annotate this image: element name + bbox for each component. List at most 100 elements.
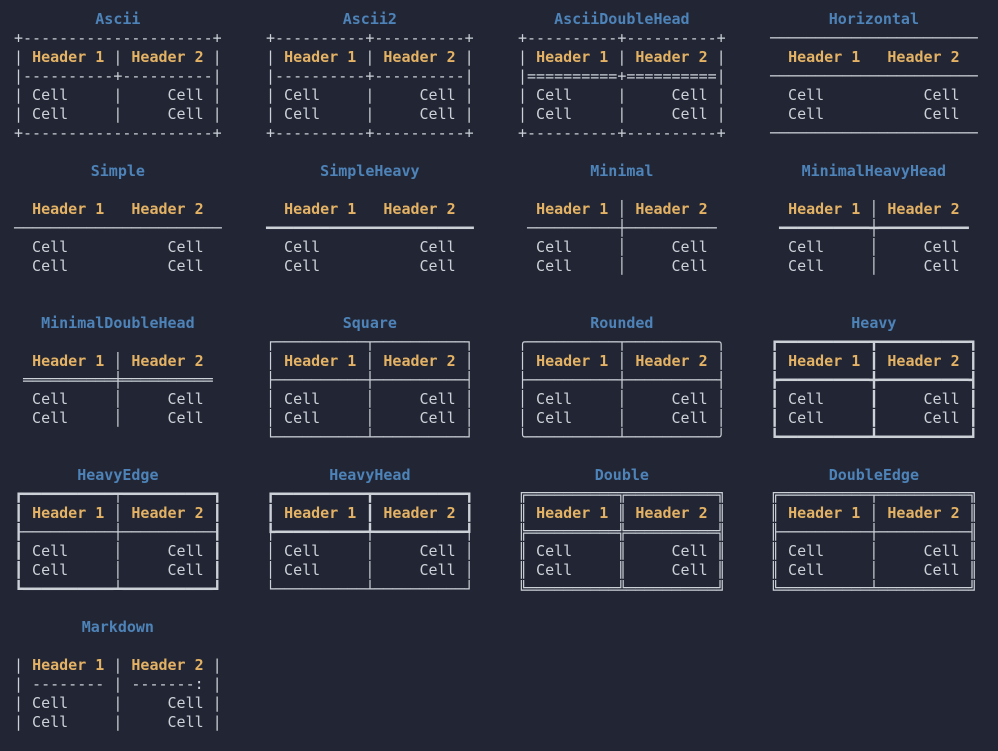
table-ascii: Ascii+---------------------+| Header 1 |… — [14, 10, 222, 143]
table-title: HeavyHead — [266, 466, 474, 485]
table-text: ║ — [960, 504, 978, 522]
table-border-line: | Cell | Cell | — [266, 86, 474, 105]
table-text: | Cell | Cell | — [266, 105, 474, 123]
table-border-line: ┣━━━━━━━━━━╋━━━━━━━━━━┫ — [770, 371, 978, 390]
table-text: ┃ Cell │ Cell ┃ — [14, 542, 222, 560]
header-cell-label: Header 1 — [32, 504, 104, 522]
table-title: Minimal — [518, 162, 726, 181]
table-border-line: ║ Cell │ Cell ║ — [770, 542, 978, 561]
table-border-line — [770, 181, 978, 200]
table-border-line: ──────────┼────────── — [518, 219, 726, 238]
table-text: ╠══════════╬══════════╣ — [518, 523, 726, 541]
table-border-line: ┃ Header 1 ┃ Header 2 ┃ — [266, 504, 474, 523]
header-cell-label: Header 1 — [32, 352, 104, 370]
header-cell-label: Header 1 — [536, 200, 608, 218]
table-text: ╚══════════╩══════════╝ — [518, 580, 726, 598]
header-cell-label: Header 2 — [635, 200, 707, 218]
table-border-line — [14, 428, 222, 447]
table-text: Cell │ Cell — [14, 390, 222, 408]
table-double: Double╔══════════╦══════════╗║ Header 1 … — [518, 466, 726, 599]
table-text: +----------+----------+ — [518, 124, 726, 142]
table-text: ║ — [770, 504, 788, 522]
table-text: ─────────────────────── — [770, 124, 978, 142]
table-border-line: ┃ Cell │ Cell ┃ — [14, 542, 222, 561]
table-border-line — [518, 276, 726, 295]
table-title: Double — [518, 466, 726, 485]
table-border-line: +----------+----------+ — [518, 124, 726, 143]
table-border-line: Cell Cell — [14, 257, 222, 276]
table-text: ┃ Cell ┃ Cell ┃ — [770, 409, 978, 427]
table-border-line: | Cell | Cell | — [266, 105, 474, 124]
table-text: ┏━━━━━━━━━━┳━━━━━━━━━━┓ — [266, 485, 474, 503]
table-text: ║ Cell │ Cell ║ — [770, 542, 978, 560]
table-text: ┗━━━━━━━━━━┷━━━━━━━━━━┛ — [14, 580, 222, 598]
table-text: ┃ — [770, 352, 788, 370]
header-cell-label: Header 2 — [131, 200, 203, 218]
table-text: │ Cell │ Cell │ — [266, 409, 474, 427]
table-text: |----------+----------| — [14, 67, 222, 85]
table-text: │ — [266, 352, 284, 370]
table-text: ━━━━━━━━━━┿━━━━━━━━━━ — [770, 219, 978, 237]
table-text: ║ Cell ║ Cell ║ — [518, 561, 726, 579]
table-border-line: ╭──────────┬──────────╮ — [518, 333, 726, 352]
table-border-line: ─────────────────────── — [770, 124, 978, 143]
header-cell-label: Header 2 — [131, 352, 203, 370]
header-cell-label: Header 1 — [284, 48, 356, 66]
table-text — [770, 48, 788, 66]
table-border-line: Header 1 │ Header 2 — [518, 200, 726, 219]
table-text: │ — [356, 352, 383, 370]
table-title: MinimalHeavyHead — [770, 162, 978, 181]
header-cell-label: Header 1 — [536, 352, 608, 370]
table-border-line: | Cell | Cell | — [518, 105, 726, 124]
header-cell-label: Header 2 — [131, 48, 203, 66]
table-border-line: | Cell | Cell | — [14, 713, 222, 732]
table-border-line — [518, 181, 726, 200]
table-border-line: Header 1 │ Header 2 — [770, 200, 978, 219]
table-text: | Cell | Cell | — [14, 86, 222, 104]
header-cell-label: Header 2 — [887, 504, 959, 522]
table-minimal: Minimal Header 1 │ Header 2 ──────────┼─… — [518, 162, 726, 295]
table-border-line: │ Cell │ Cell │ — [266, 409, 474, 428]
table-text: Cell │ Cell — [14, 409, 222, 427]
table-border-line: | -------- | -------: | — [14, 675, 222, 694]
table-text: ╟──────────┼──────────╢ — [770, 523, 978, 541]
table-border-line: ╰──────────┴──────────╯ — [518, 428, 726, 447]
table-border-line: ┃ Cell ┃ Cell ┃ — [770, 409, 978, 428]
table-border-line: Header 1 Header 2 — [266, 200, 474, 219]
table-border-line: | Header 1 | Header 2 | — [14, 48, 222, 67]
table-text — [770, 200, 788, 218]
table-text: +---------------------+ — [14, 124, 222, 142]
table-text: ─────────────────────── — [14, 219, 222, 237]
table-border-line: │ Cell │ Cell │ — [518, 409, 726, 428]
header-cell-label: Header 2 — [635, 352, 707, 370]
table-text — [14, 200, 32, 218]
table-border-line: Cell │ Cell — [770, 257, 978, 276]
table-heavyedge: HeavyEdge┏━━━━━━━━━━┯━━━━━━━━━━┓┃ Header… — [14, 466, 222, 599]
table-text: │ — [860, 504, 887, 522]
table-title: Rounded — [518, 314, 726, 333]
table-border-line: Cell Cell — [14, 238, 222, 257]
table-heavyhead: HeavyHead┏━━━━━━━━━━┳━━━━━━━━━━┓┃ Header… — [266, 466, 474, 599]
table-border-line — [14, 181, 222, 200]
table-border-line: +----------+----------+ — [518, 29, 726, 48]
table-border-line: Header 1 │ Header 2 — [14, 352, 222, 371]
table-text: | — [14, 48, 32, 66]
table-text: Cell Cell — [770, 105, 978, 123]
table-text: ┃ — [860, 352, 887, 370]
table-text: Cell Cell — [770, 86, 978, 104]
table-border-line: ┗━━━━━━━━━━┷━━━━━━━━━━┛ — [14, 580, 222, 599]
table-border-line: Cell Cell — [266, 238, 474, 257]
table-text: ┗━━━━━━━━━━┻━━━━━━━━━━┛ — [770, 428, 978, 446]
header-cell-label: Header 1 — [32, 48, 104, 66]
table-text — [204, 352, 222, 370]
table-text: ┃ Cell │ Cell ┃ — [14, 561, 222, 579]
table-text: ║ — [518, 504, 536, 522]
table-text: │ Cell │ Cell │ — [266, 542, 474, 560]
table-title: AsciiDoubleHead — [518, 10, 726, 29]
table-text: | Cell | Cell | — [14, 713, 222, 731]
table-border-line: ┏━━━━━━━━━━┳━━━━━━━━━━┓ — [266, 485, 474, 504]
table-border-line: ─────────────────────── — [14, 219, 222, 238]
table-text: │ — [608, 352, 635, 370]
table-border-line: │ Header 1 │ Header 2 │ — [266, 352, 474, 371]
table-border-line: │ Cell │ Cell │ — [266, 390, 474, 409]
